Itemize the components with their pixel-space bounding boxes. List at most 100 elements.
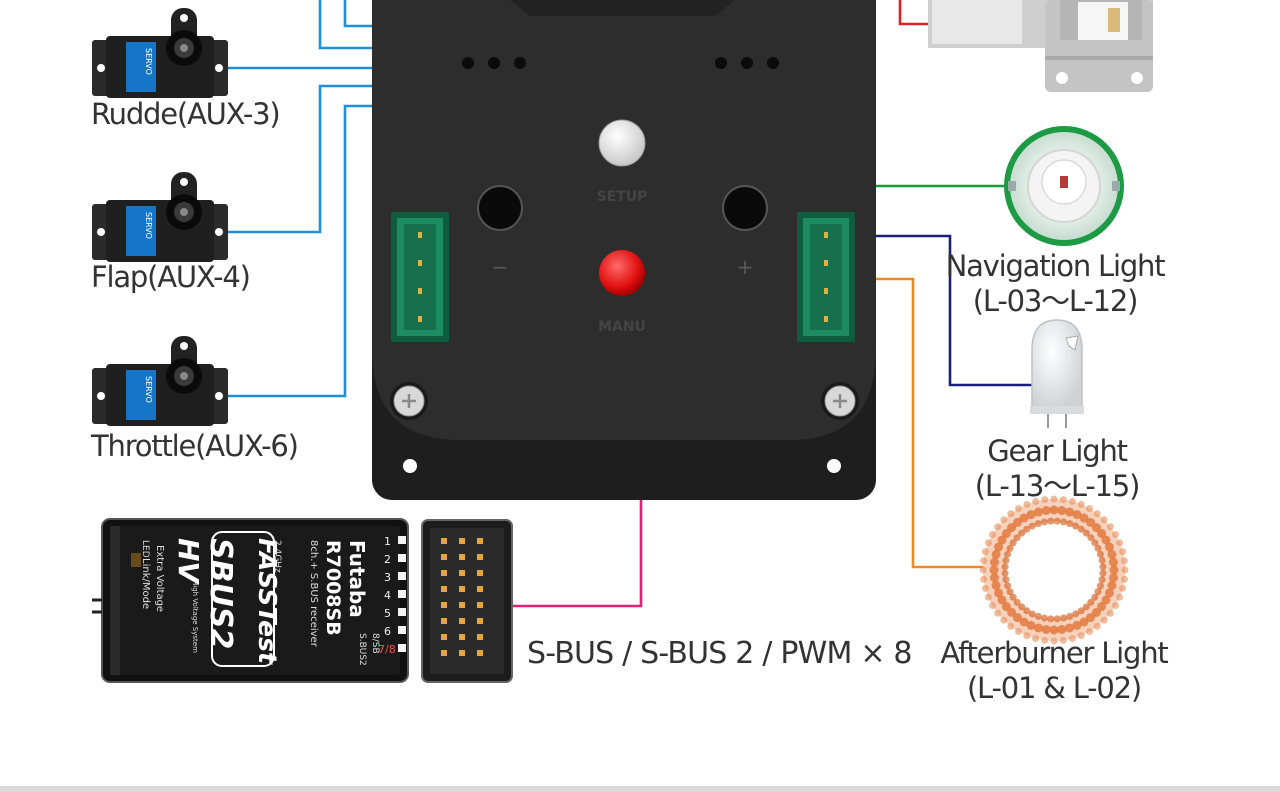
ring-led: [1032, 497, 1040, 505]
ring-led: [1034, 520, 1042, 528]
ring-led: [984, 593, 992, 601]
screw-right: [821, 382, 859, 420]
ring-led: [1001, 528, 1011, 538]
bus-label: S-BUS / S-BUS 2 / PWM × 8: [527, 636, 912, 671]
receiver-led-indicator: [131, 553, 141, 567]
ring-led: [1050, 495, 1058, 503]
connector-left: [391, 212, 449, 342]
channel-marker: [398, 644, 406, 652]
ring-led: [1001, 569, 1009, 577]
ring-led: [1121, 566, 1129, 574]
ring-led: [1108, 557, 1118, 567]
ring-led: [1040, 614, 1048, 622]
ring-led: [1041, 636, 1049, 644]
header-pin: [477, 570, 483, 576]
ring-led: [990, 557, 1000, 567]
sbus2-logo: SBUS2: [203, 538, 238, 649]
servo-badge-text: SERVO: [144, 376, 153, 403]
channel-marker: [398, 626, 406, 634]
ring-led: [1006, 544, 1014, 552]
ring-led: [1086, 505, 1093, 513]
ring-led: [1106, 609, 1114, 617]
ring-led: [1013, 598, 1021, 606]
port-sbus2-label: S.BUS2: [357, 633, 367, 666]
header-pin: [459, 634, 465, 640]
header-pin: [477, 618, 483, 624]
ring-led: [1104, 542, 1114, 552]
servo-flap: SERVO: [92, 172, 228, 262]
ring-led: [1040, 518, 1048, 526]
header-pin: [441, 554, 447, 560]
ring-led: [1047, 615, 1055, 623]
channel-number: 5: [384, 607, 391, 620]
afterburner-light-name: Afterburner Light: [940, 636, 1168, 670]
ring-led: [1053, 517, 1061, 525]
channel-number: 7/8: [378, 643, 396, 656]
servos: SERVO SERVO SERVO: [92, 8, 228, 426]
ring-led: [1079, 617, 1089, 627]
ring-led: [1002, 576, 1010, 584]
receiver-model: R7008SB: [322, 540, 344, 636]
ring-led: [1087, 534, 1095, 542]
receiver-pin-header: [421, 519, 513, 683]
ring-led: [1007, 510, 1015, 518]
ring-led: [1007, 607, 1017, 617]
ring-led: [1009, 539, 1017, 547]
ring-led: [1049, 505, 1059, 515]
ring-led: [1041, 624, 1051, 634]
channel-marker: [398, 572, 406, 580]
afterburner-light-range: (L-01 & L-02): [966, 671, 1142, 705]
ring-led: [1079, 513, 1089, 523]
control-unit: SETUP − + MANU: [372, 0, 876, 500]
ring-led: [1057, 624, 1067, 634]
ring-led: [1104, 588, 1114, 598]
plus-button: [722, 185, 768, 231]
ring-led: [1032, 635, 1040, 643]
servo-label-flap: Flap(AUX-4): [91, 260, 251, 294]
ghz-text: 2.4GHz: [272, 540, 282, 573]
ring-led: [1120, 575, 1128, 583]
ring-led: [1059, 636, 1067, 644]
ring-led: [1099, 563, 1107, 571]
ring-led: [1087, 598, 1095, 606]
hv-desc: High Voltage System: [191, 580, 199, 653]
ring-led: [984, 539, 992, 547]
ring-led: [1007, 622, 1015, 630]
gear-light-name: Gear Light: [987, 434, 1128, 468]
wire-afterburner: [876, 277, 988, 569]
wire-red-top: [898, 0, 930, 26]
ring-led: [1097, 528, 1107, 538]
header-pin: [477, 538, 483, 544]
ring-led: [991, 549, 1001, 559]
ring-led: [1004, 550, 1012, 558]
ring-led: [1049, 625, 1059, 635]
manu-label: MANU: [598, 319, 646, 335]
ring-led: [1099, 569, 1107, 577]
ring-led: [1107, 549, 1117, 559]
manu-button: [599, 250, 645, 296]
ring-led: [1015, 505, 1022, 513]
header-pin: [459, 586, 465, 592]
channel-number: 3: [384, 571, 391, 584]
ring-led: [1116, 539, 1124, 547]
header-pin: [477, 650, 483, 656]
ring-led: [1004, 582, 1012, 590]
receiver-brand: Futaba: [345, 540, 369, 618]
ring-led: [1091, 593, 1099, 601]
minus-label: −: [492, 255, 509, 279]
ring-led: [1018, 603, 1026, 611]
ring-led: [991, 581, 1001, 591]
ring-led: [1101, 535, 1111, 545]
ring-led: [1001, 563, 1009, 571]
ring-led: [1072, 610, 1080, 618]
header-pin: [477, 586, 483, 592]
servo-badge-text: SERVO: [144, 48, 153, 75]
wire-top-2: [343, 0, 372, 28]
ring-led: [1106, 523, 1114, 531]
ring-led: [994, 609, 1002, 617]
mount-hole-left: [403, 459, 417, 473]
ring-led: [1033, 507, 1043, 517]
ring-led: [1098, 556, 1106, 564]
ring-led: [1050, 637, 1058, 645]
servo-throttle: SERVO: [92, 336, 228, 426]
